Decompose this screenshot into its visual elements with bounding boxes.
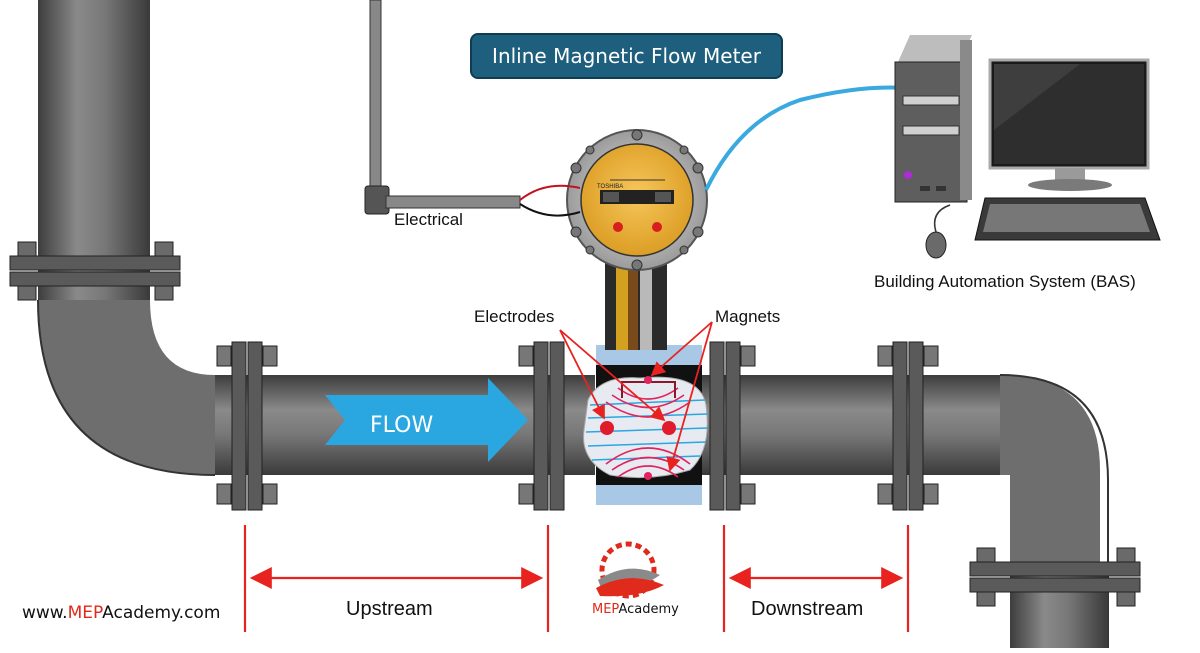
- dimension-lines: [243, 525, 910, 632]
- website-url[interactable]: www.MEPAcademy.com: [22, 603, 220, 623]
- meter-faceplate-brand: TOSHIBA: [597, 184, 623, 190]
- left-pipe: [9, 0, 216, 476]
- mepacademy-logo-text: MEPAcademy: [592, 602, 679, 617]
- flange-right: [877, 341, 939, 511]
- website-accent: MEP: [67, 603, 103, 623]
- electrodes-label: Electrodes: [474, 307, 555, 326]
- meter-head: TOSHIBA: [566, 129, 708, 271]
- electrode-left: [600, 421, 614, 435]
- magnet-bottom: [644, 472, 652, 480]
- bas-label: Building Automation System (BAS): [874, 272, 1136, 291]
- meter-body: [583, 345, 709, 505]
- logo-accent: MEP: [592, 602, 619, 617]
- electrical-label: Electrical: [394, 210, 463, 229]
- meter-stem: [605, 260, 667, 350]
- upstream-label: Upstream: [346, 598, 433, 620]
- website-suffix: Academy.com: [102, 603, 221, 623]
- magnets-label: Magnets: [715, 307, 781, 326]
- title-box: Inline Magnetic Flow Meter: [470, 33, 783, 79]
- flanges: [216, 341, 1141, 607]
- diagram-title: Inline Magnetic Flow Meter: [492, 44, 761, 68]
- flow-label: FLOW: [370, 413, 434, 438]
- magnet-top: [644, 376, 652, 384]
- mepacademy-logo-graphic: [596, 541, 664, 599]
- flange-lower-right: [969, 547, 1141, 607]
- logo-suffix: Academy: [618, 602, 679, 617]
- flange-meter-left: [518, 341, 565, 511]
- main-pipe: [215, 374, 1109, 648]
- flow-arrow: [325, 378, 528, 462]
- website-prefix: www.: [22, 603, 68, 623]
- flange-meter-right: [709, 341, 756, 511]
- callout-lines: [559, 321, 713, 472]
- bas-computer: [894, 35, 1161, 259]
- downstream-label: Downstream: [751, 598, 864, 620]
- flange-left: [216, 341, 278, 511]
- electrical-conduit: [364, 0, 581, 217]
- electrode-right: [662, 421, 676, 435]
- bas-cable: [704, 85, 906, 191]
